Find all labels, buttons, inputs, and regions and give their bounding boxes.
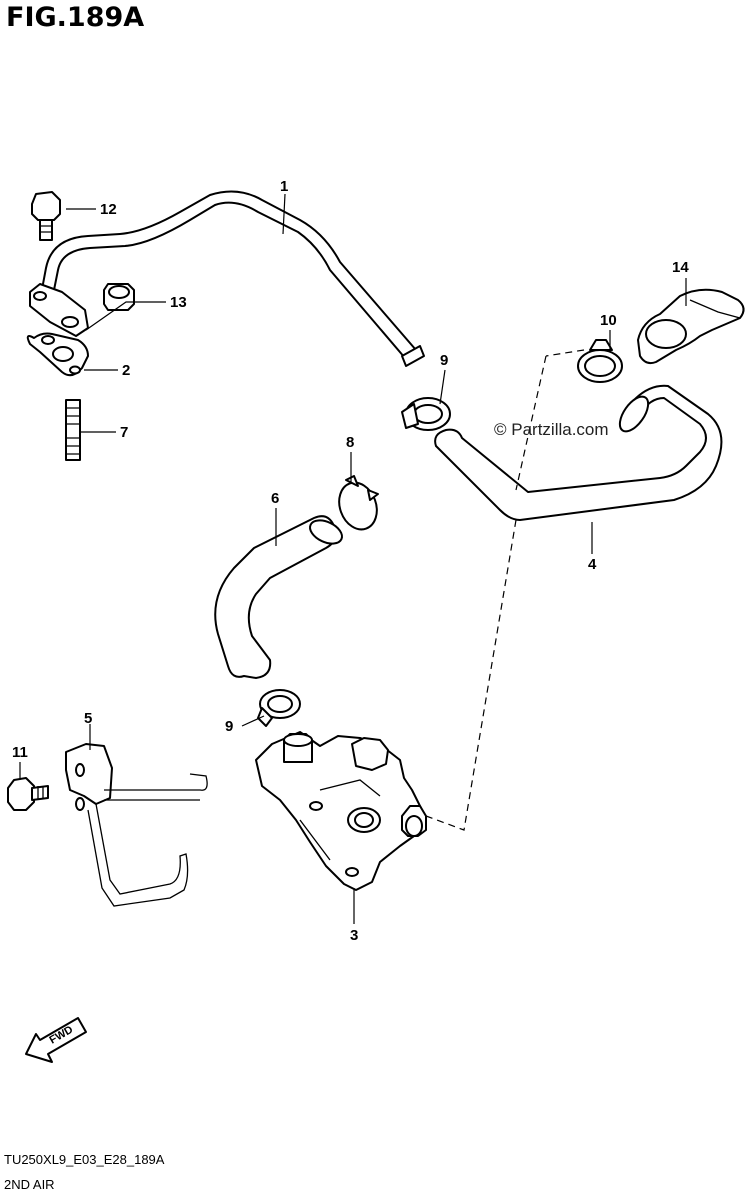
fwd-arrow-icon (25, 1017, 87, 1063)
part-1-pipe[interactable] (29, 190, 425, 367)
callout-4[interactable]: 4 (588, 556, 597, 573)
callout-1[interactable]: 1 (280, 178, 288, 195)
part-13-nut[interactable] (103, 283, 135, 311)
figure-caption: 2ND AIR (4, 1177, 55, 1192)
callout-13[interactable]: 13 (170, 294, 187, 311)
callout-5[interactable]: 5 (84, 710, 92, 727)
part-2-gasket[interactable] (26, 332, 89, 377)
callout-6[interactable]: 6 (271, 490, 279, 507)
callout-7[interactable]: 7 (120, 424, 128, 441)
callout-9-upper[interactable]: 9 (440, 352, 448, 369)
callout-10[interactable]: 10 (600, 312, 617, 329)
part-8-washer[interactable] (333, 475, 383, 535)
part-7-stud[interactable] (65, 399, 81, 461)
callout-3[interactable]: 3 (350, 927, 358, 944)
part-9-hose-clip-lower[interactable] (257, 689, 301, 727)
part-6-hose-short[interactable] (214, 515, 345, 679)
part-9-hose-clip-upper[interactable] (401, 397, 451, 431)
callout-14[interactable]: 14 (672, 259, 689, 276)
callout-9-lower[interactable]: 9 (225, 718, 233, 735)
figure-code: TU250XL9_E03_E28_189A (4, 1152, 165, 1167)
figure-title: FIG.189A (6, 2, 145, 33)
part-5-bracket[interactable] (65, 743, 208, 907)
callout-8[interactable]: 8 (346, 434, 354, 451)
part-4-hose-long[interactable] (434, 384, 723, 521)
callout-2[interactable]: 2 (122, 362, 130, 379)
part-12-bolt[interactable] (31, 191, 61, 241)
callout-12[interactable]: 12 (100, 201, 117, 218)
callout-11[interactable]: 11 (12, 744, 28, 761)
watermark-text: © Partzilla.com (494, 420, 609, 439)
part-14-clamp[interactable] (637, 288, 745, 365)
part-10-hose-clip[interactable] (577, 339, 623, 383)
leader-lines (19, 193, 687, 924)
part-3-valve[interactable] (255, 731, 427, 891)
routing-dashed-lines (425, 349, 585, 831)
part-11-bolt[interactable] (7, 777, 49, 811)
